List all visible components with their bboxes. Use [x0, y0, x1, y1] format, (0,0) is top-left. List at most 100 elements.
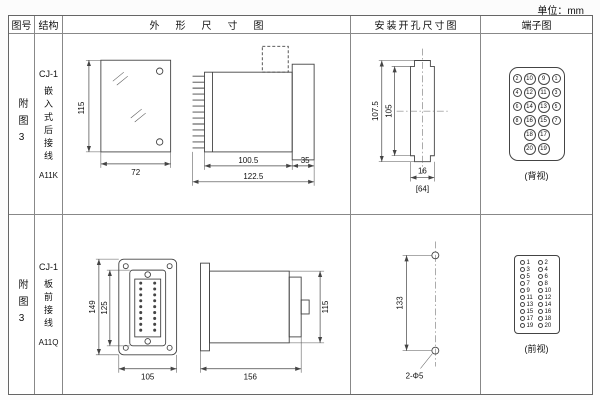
- dim-height-115: 115: [77, 59, 101, 153]
- dim-label-115-side: 115: [321, 300, 330, 313]
- terminal-number: 2: [544, 259, 548, 266]
- terminal-circle: 17: [537, 128, 550, 141]
- dim-label-100-5: 100.5: [238, 156, 259, 165]
- header-terminal-diagram: 端子图: [481, 16, 592, 34]
- panel-cutout-shape: [396, 48, 449, 174]
- hole-callout: 2-Φ5: [406, 353, 433, 380]
- mount-drawing-row1: 107.5 105 16 [64]: [371, 48, 449, 193]
- terminal-circle: [519, 309, 525, 314]
- terminal-number: 13: [526, 301, 534, 308]
- terminal-circle: [519, 281, 525, 286]
- terminal-number: 20: [544, 322, 552, 329]
- dim-width-105: 105: [118, 354, 177, 382]
- terminal-circle: 6: [512, 102, 522, 111]
- terminal-number: 6: [544, 273, 548, 280]
- dim-label-105-w: 105: [141, 373, 155, 382]
- terminal-circle: 8: [512, 116, 522, 125]
- dim-label-105: 105: [385, 104, 394, 118]
- dim-slot-16: 16 [64]: [410, 161, 435, 193]
- dim-width-72: 72: [100, 151, 171, 177]
- dim-label-16: 16: [418, 167, 427, 176]
- outline-drawing-row1: 115 72 100.5: [77, 45, 315, 186]
- terminal-circle: [537, 281, 543, 286]
- fig-no-row2: 附图3: [16, 278, 27, 331]
- dim-label-72: 72: [131, 168, 140, 177]
- terminal-number: 5: [526, 273, 530, 280]
- terminal-circle: [519, 288, 525, 293]
- terminal-number: 3: [526, 266, 530, 273]
- terminal-number: 14: [544, 301, 552, 308]
- terminal-circle: 13: [537, 100, 550, 113]
- terminal-number: 16: [544, 308, 552, 315]
- terminal-circle: [537, 295, 543, 300]
- dim-spacing-133: 133: [396, 255, 432, 351]
- terminal-circle: 3: [551, 88, 561, 97]
- terminal-number: 17: [526, 315, 534, 322]
- relay-side-view: [192, 45, 315, 161]
- terminal-row: 13 14: [519, 301, 554, 308]
- terminal-circle: [537, 323, 543, 328]
- header-structure: 结构: [35, 16, 63, 34]
- terminal-circle: [519, 323, 525, 328]
- terminal-circle: [537, 302, 543, 307]
- terminal-circle: [519, 260, 525, 265]
- outline-drawing-cell-row2: 149 125 105: [63, 215, 351, 394]
- dim-label-107-5: 107.5: [371, 101, 380, 121]
- terminal-circle: 14: [523, 100, 536, 113]
- fig-no-row1: 附图3: [16, 98, 27, 150]
- mount-drawing-cell-row2: 133 2-Φ5: [351, 215, 481, 394]
- dim-depth-100-5: 100.5: [204, 151, 293, 170]
- terminal-circle: [519, 302, 525, 307]
- terminal-number: 8: [544, 280, 548, 287]
- fig-no-cell-row2: 附图3: [9, 215, 35, 394]
- mount-drawing-row2: 133 2-Φ5: [396, 241, 440, 380]
- terminal-circle: 1: [551, 74, 561, 83]
- terminal-circle: [537, 260, 543, 265]
- terminal-circle: [537, 274, 543, 279]
- structure-name-row1: CJ-1: [38, 68, 58, 79]
- relay-side-view-board: [200, 262, 310, 352]
- dim-label-149: 149: [88, 300, 97, 314]
- dim-inner-105: 105: [385, 66, 411, 157]
- terminal-circle: 20: [523, 142, 536, 155]
- dim-label-125: 125: [100, 301, 109, 315]
- terminal-circle: [519, 295, 525, 300]
- structure-model-row2: A11Q: [38, 338, 59, 347]
- hole-note-label: 2-Φ5: [406, 371, 424, 380]
- dimension-table: 图号 结构 外形尺寸图 安装开孔尺寸图 端子图 附图3 CJ-1 嵌入式后接线 …: [8, 15, 593, 395]
- terminal-number: 9: [526, 287, 530, 294]
- terminal-circle: 9: [537, 72, 550, 85]
- relay-front-view: [100, 59, 172, 153]
- dim-label-122-5: 122.5: [243, 172, 264, 181]
- terminal-circle: 10: [523, 72, 536, 85]
- unit-label: 单位：mm: [537, 6, 584, 17]
- outline-drawing-row2: 149 125 105: [88, 258, 330, 382]
- relay-front-view-board: [118, 258, 178, 356]
- terminal-number: 7: [526, 280, 530, 287]
- outline-drawing-cell-row1: 115 72 100.5: [63, 34, 351, 215]
- terminal-circle: 19: [537, 142, 550, 155]
- structure-desc-row2: 板前接线: [43, 279, 53, 331]
- mount-drawing-cell-row1: 107.5 105 16 [64]: [351, 34, 481, 215]
- fig-no-cell-row1: 附图3: [9, 34, 35, 215]
- dim-outer-107-5: 107.5: [371, 60, 415, 162]
- mount-holes-shape: [431, 241, 440, 367]
- dim-label-115: 115: [77, 101, 86, 114]
- dim-total-122-5: 122.5: [192, 151, 315, 186]
- dim-outer-149: 149: [88, 258, 119, 356]
- dim-label-133: 133: [396, 296, 405, 310]
- terminal-number: 1: [526, 259, 530, 266]
